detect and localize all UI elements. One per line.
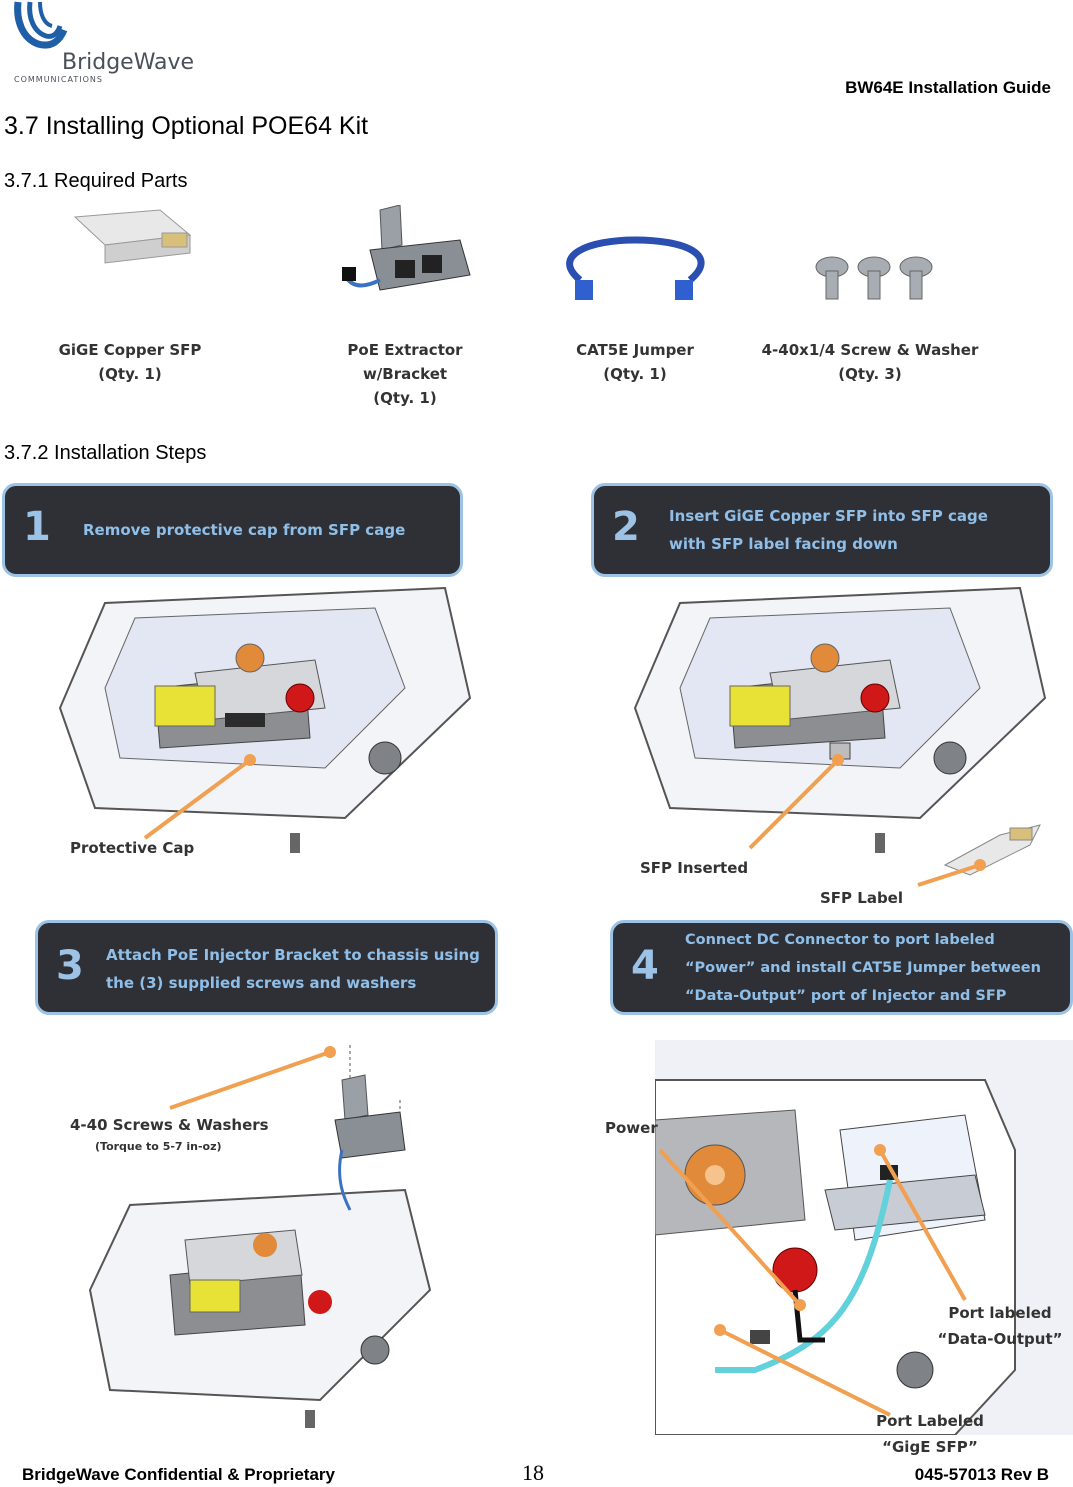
callout-power-port: Power	[605, 1119, 658, 1137]
callout-sfp-inserted: SFP Inserted	[640, 859, 749, 877]
document-title: BW64E Installation Guide	[845, 78, 1051, 97]
step-instruction: Insert GiGE Copper SFP into SFP cage wit…	[669, 507, 988, 553]
footer-doc-number: 045-57013 Rev B	[914, 1465, 1049, 1484]
step-3-box: 3 Attach PoE Injector Bracket to chassis…	[35, 920, 498, 1015]
part-label-screw-washer: 4-40x1/4 Screw & Washer (Qty. 3)	[761, 341, 979, 383]
step-number: 4	[631, 943, 659, 989]
poe-extractor-icon	[342, 205, 471, 291]
step-instruction: Attach PoE Injector Bracket to chassis u…	[106, 946, 480, 992]
callout-protective-cap: Protective Cap	[70, 839, 195, 857]
callout-sfp-label: SFP Label	[820, 889, 903, 907]
step-4-box: 4 Connect DC Connector to port labeled “…	[610, 920, 1073, 1015]
step-2-box: 2 Insert GiGE Copper SFP into SFP cage w…	[591, 483, 1053, 577]
required-parts-heading: 3.7.1 Required Parts	[4, 170, 188, 192]
bridgewave-logo	[14, 1, 68, 49]
sfp-module-icon	[943, 824, 1041, 876]
installation-steps-heading: 3.7.2 Installation Steps	[4, 442, 207, 464]
callout-line-screws	[169, 1046, 336, 1110]
callout-lines-top	[143, 754, 986, 887]
step-number: 3	[56, 943, 84, 989]
page-number: 18	[522, 1460, 544, 1485]
callout-data-output-port: Port labeled “Data-Output”	[937, 1304, 1063, 1348]
step-number: 1	[23, 504, 51, 550]
part-label-sfp: GiGE Copper SFP (Qty. 1)	[58, 341, 202, 383]
callout-gige-sfp-port: Port Labeled “GigE SFP”	[876, 1412, 984, 1456]
footer-confidential: BridgeWave Confidential & Proprietary	[22, 1465, 335, 1484]
enclosure-illustration-step-3	[88, 1045, 432, 1428]
callout-lines-step-4	[658, 1144, 967, 1417]
section-heading: 3.7 Installing Optional POE64 Kit	[4, 112, 369, 140]
step-instruction: Remove protective cap from SFP cage	[83, 521, 406, 539]
callout-torque-spec: (Torque to 5-7 in-oz)	[95, 1140, 222, 1153]
part-label-cat5e-jumper: CAT5E Jumper (Qty. 1)	[576, 341, 694, 383]
screw-icon	[815, 256, 933, 300]
enclosure-illustration-step-1	[58, 586, 472, 853]
step-1-box: 1 Remove protective cap from SFP cage	[2, 483, 463, 577]
cat5e-cable-icon	[566, 236, 705, 300]
sfp-module-icon	[73, 209, 192, 264]
callout-screws-washers: 4-40 Screws & Washers	[70, 1116, 269, 1134]
step-instruction: Connect DC Connector to port labeled “Po…	[685, 932, 1041, 1004]
enclosure-illustration-step-2	[633, 586, 1047, 853]
part-label-poe-extractor: PoE Extractor w/Bracket (Qty. 1)	[347, 341, 463, 407]
logo-subtitle: COMMUNICATIONS	[14, 75, 103, 84]
logo-wordmark: BridgeWave	[62, 50, 195, 75]
step-number: 2	[612, 504, 640, 550]
enclosure-closeup-step-4	[655, 1040, 1073, 1435]
